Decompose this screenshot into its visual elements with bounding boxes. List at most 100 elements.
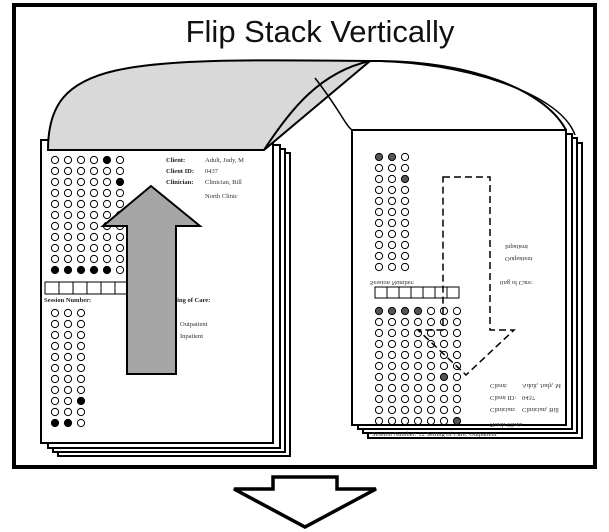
- bubble-option: [400, 229, 410, 239]
- bubble-option: [387, 339, 397, 349]
- bubble-option: [76, 254, 86, 264]
- bubble-option: [413, 416, 423, 426]
- bubble-option: [102, 243, 112, 253]
- bubble-option: [452, 339, 462, 349]
- bubble-option: [374, 339, 384, 349]
- bubble-option: [452, 372, 462, 382]
- bubble-option: [76, 177, 86, 187]
- bubble-option: [50, 396, 60, 406]
- digit-box: [374, 286, 388, 299]
- bubble-option: [102, 199, 112, 209]
- bubble-option: [452, 306, 462, 316]
- bubble-option: [374, 196, 384, 206]
- client-id-value: 0437: [205, 168, 219, 175]
- bubble-option: [89, 232, 99, 242]
- bubble-option: [115, 254, 125, 264]
- bubble-option: [374, 207, 384, 217]
- bubble-option: [374, 218, 384, 228]
- bubble-option: [115, 265, 125, 275]
- bubble-option: [63, 265, 73, 275]
- bubble-option: [374, 317, 384, 327]
- bubble-option: [452, 405, 462, 415]
- bubble-option: [452, 317, 462, 327]
- bubble-option: [452, 416, 462, 426]
- bubble-option: [102, 265, 112, 275]
- bubble-option: [50, 199, 60, 209]
- bubble-option: [439, 383, 449, 393]
- bubble-option: [387, 185, 397, 195]
- bubble-option: [63, 385, 73, 395]
- bubble-option: [63, 243, 73, 253]
- bubble-option: [387, 152, 397, 162]
- bubble-option: [63, 341, 73, 351]
- bubble-option: [400, 416, 410, 426]
- bubble-option: [374, 394, 384, 404]
- bubble-option: [50, 363, 60, 373]
- bubble-option: [400, 174, 410, 184]
- bubble-option: [413, 350, 423, 360]
- bubble-option: [115, 243, 125, 253]
- site-value: North Clinic: [205, 193, 238, 200]
- bubble-option: [400, 196, 410, 206]
- bubble-option: [400, 251, 410, 261]
- bubble-option: [50, 243, 60, 253]
- bubble-option: [50, 352, 60, 362]
- bubble-option: [400, 185, 410, 195]
- bubble-option: [374, 361, 384, 371]
- bubble-option: [439, 394, 449, 404]
- bubble-option: [89, 166, 99, 176]
- bubble-option: [400, 339, 410, 349]
- bubble-option: [374, 383, 384, 393]
- bubble-option: [439, 372, 449, 382]
- digit-box: [100, 281, 116, 295]
- bubble-option: [76, 232, 86, 242]
- bubble-option: [413, 405, 423, 415]
- bubble-option: [374, 185, 384, 195]
- right-stack-page-front: [351, 129, 567, 426]
- bubble-option: [76, 396, 86, 406]
- bubble-option: [374, 240, 384, 250]
- bubble-option: [76, 155, 86, 165]
- bubble-option: [400, 317, 410, 327]
- bubble-option: [115, 177, 125, 187]
- clinician-label: Clinician:: [166, 179, 193, 186]
- flap-arc-edge: [371, 60, 576, 136]
- bubble-option: [89, 155, 99, 165]
- bubble-option: [50, 407, 60, 417]
- left-bubble-grid-top: [50, 155, 125, 275]
- bubble-option: [50, 374, 60, 384]
- bubble-option: [63, 319, 73, 329]
- bubble-option: [50, 418, 60, 428]
- bubble-option: [50, 254, 60, 264]
- bubble-option: [63, 254, 73, 264]
- bubble-option: [63, 232, 73, 242]
- bubble-option: [102, 155, 112, 165]
- flipped-client-id-label: Client ID:: [490, 394, 516, 401]
- bubble-option: [387, 350, 397, 360]
- bubble-option: [387, 163, 397, 173]
- bubble-option: [76, 221, 86, 231]
- bubble-option: [115, 199, 125, 209]
- bubble-option: [50, 319, 60, 329]
- bubble-option: [76, 199, 86, 209]
- bubble-option: [50, 188, 60, 198]
- bubble-option: [63, 418, 73, 428]
- bubble-option: [76, 319, 86, 329]
- bubble-option: [76, 407, 86, 417]
- digit-box: [410, 286, 424, 299]
- flipped-setting-label: ting of Care:: [500, 279, 533, 286]
- bubble-option: [439, 405, 449, 415]
- flipped-client-id-value: 0437: [522, 394, 536, 401]
- bubble-option: [426, 372, 436, 382]
- bubble-option: [452, 350, 462, 360]
- bubble-option: [76, 352, 86, 362]
- bubble-option: [387, 328, 397, 338]
- bubble-option: [387, 174, 397, 184]
- bubble-option: [374, 251, 384, 261]
- bubble-option: [452, 394, 462, 404]
- bubble-option: [426, 350, 436, 360]
- bubble-option: [400, 163, 410, 173]
- bubble-option: [387, 317, 397, 327]
- bubble-option: [63, 199, 73, 209]
- client-value: Adult, Judy, M: [205, 157, 244, 164]
